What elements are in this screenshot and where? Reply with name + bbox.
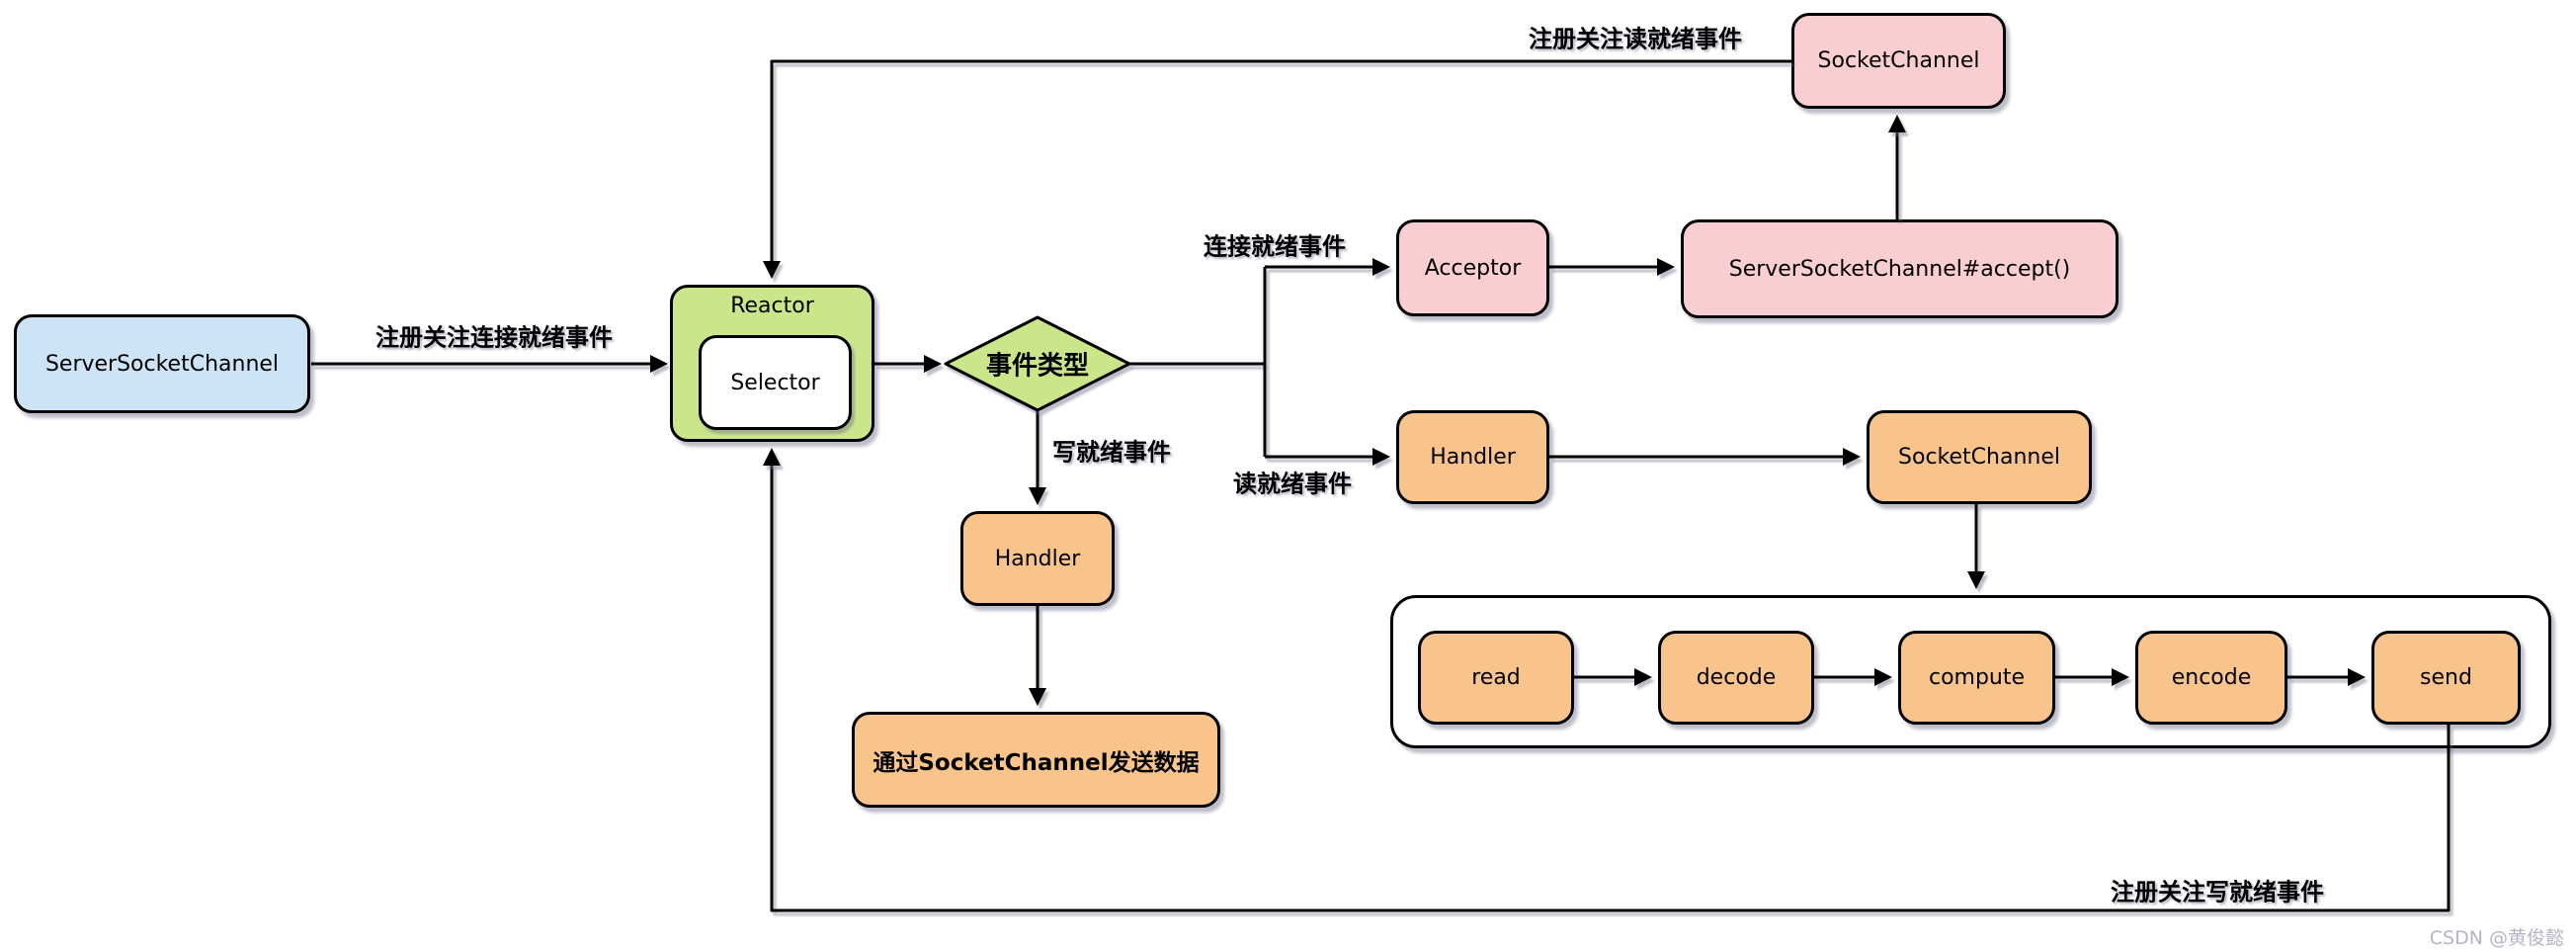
node-server-socket-channel: ServerSocketChannel <box>14 314 310 413</box>
arrowhead-into-handler-write <box>1029 487 1046 505</box>
node-server-socket-channel-label: ServerSocketChannel <box>44 351 280 377</box>
pipeline-step-compute-label: compute <box>1928 665 2026 690</box>
pipeline-step-encode-label: encode <box>2171 665 2252 690</box>
node-reactor: Reactor Selector <box>670 285 874 442</box>
node-server-socket-channel-accept: ServerSocketChannel#accept() <box>1681 219 2119 318</box>
watermark: CSDN @黄俊懿 <box>2429 927 2564 949</box>
node-socket-channel-read-label: SocketChannel <box>1898 445 2060 470</box>
arrowhead-into-event-type <box>924 355 942 373</box>
edge-label-write-ready: 写就绪事件 <box>1052 438 1171 467</box>
arrowhead-into-pipeline <box>1967 571 1985 589</box>
arrowhead-into-reactor-left <box>650 355 668 373</box>
edge-branch-junction <box>1129 267 1267 457</box>
arrowhead-into-send-data <box>1029 688 1046 706</box>
node-handler-write: Handler <box>960 511 1115 606</box>
node-acceptor: Acceptor <box>1396 219 1549 316</box>
edge-label-read-ready: 读就绪事件 <box>1233 470 1352 498</box>
pipeline-step-decode: decode <box>1658 631 1814 725</box>
pipeline-step-send: send <box>2371 631 2521 725</box>
arrowhead-into-handler-read <box>1372 448 1390 466</box>
node-reactor-label: Reactor <box>730 294 814 318</box>
node-socket-channel-read: SocketChannel <box>1867 410 2092 504</box>
pipeline-step-encode: encode <box>2135 631 2287 725</box>
node-handler-read: Handler <box>1396 410 1549 504</box>
node-socket-channel-top: SocketChannel <box>1791 13 2006 109</box>
node-send-data-via-socket-channel: 通过SocketChannel发送数据 <box>852 712 1220 808</box>
pipeline-step-decode-label: decode <box>1696 665 1777 690</box>
node-handler-read-label: Handler <box>1430 445 1516 470</box>
arrowhead-into-accept <box>1657 258 1675 276</box>
node-selector: Selector <box>699 335 852 430</box>
pipeline-step-read-label: read <box>1471 665 1521 690</box>
edge-label-register-connect: 注册关注连接就绪事件 <box>375 323 613 352</box>
arrowhead-into-reactor-bottom <box>763 448 781 466</box>
arrowhead-into-reactor-top <box>763 261 781 279</box>
pipeline-step-send-label: send <box>2420 665 2472 690</box>
edge-label-connect-ready: 连接就绪事件 <box>1204 232 1346 261</box>
edge-label-register-write: 注册关注写就绪事件 <box>2111 878 2324 906</box>
arrowhead-into-socket-channel-read <box>1843 448 1861 466</box>
node-send-data-label: 通过SocketChannel发送数据 <box>873 749 1200 776</box>
arrowhead-into-socket-channel-top <box>1888 115 1906 132</box>
node-socket-channel-top-label: SocketChannel <box>1817 48 1980 73</box>
node-acceptor-label: Acceptor <box>1424 255 1522 281</box>
node-event-type-label: 事件类型 <box>985 351 1090 382</box>
node-server-socket-channel-accept-label: ServerSocketChannel#accept() <box>1728 256 2071 282</box>
arrowhead-into-acceptor <box>1372 258 1390 276</box>
edge-label-register-read: 注册关注读就绪事件 <box>1529 25 1742 53</box>
pipeline-step-read: read <box>1418 631 1574 725</box>
node-selector-label: Selector <box>730 370 820 395</box>
pipeline-step-compute: compute <box>1898 631 2055 725</box>
node-handler-write-label: Handler <box>994 546 1081 571</box>
